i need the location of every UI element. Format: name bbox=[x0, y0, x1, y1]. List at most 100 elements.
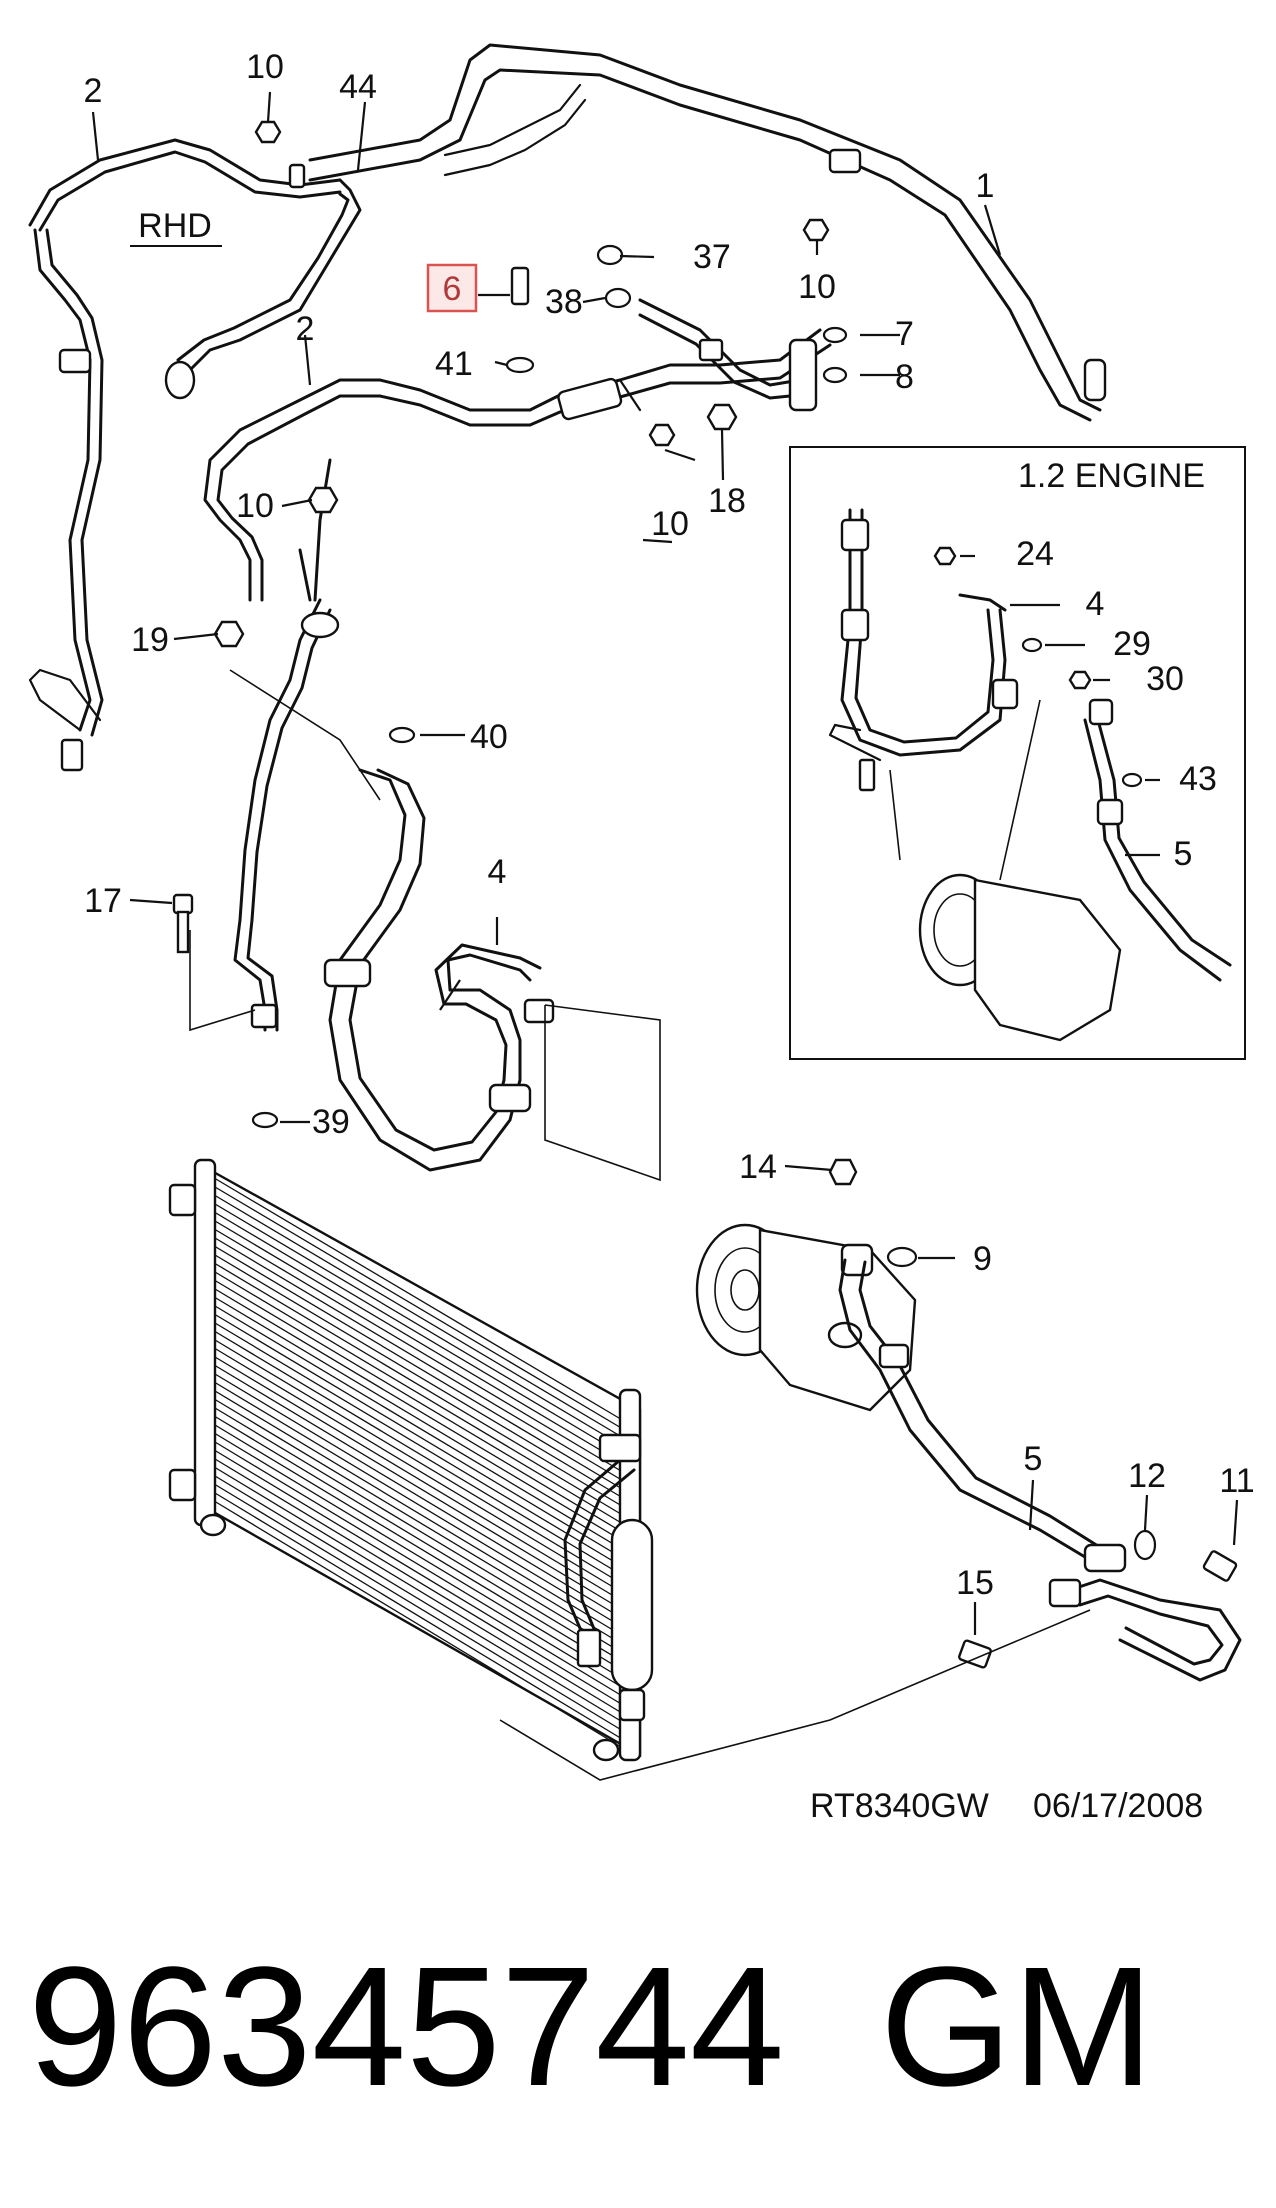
condenser-fin bbox=[214, 1483, 621, 1730]
nut-10-top bbox=[254, 120, 282, 144]
hose-5-crimp-end bbox=[1083, 1543, 1127, 1573]
drawing-code: RT8340GW bbox=[810, 1787, 989, 1825]
condenser-fin bbox=[214, 1373, 621, 1618]
condenser-fin bbox=[214, 1390, 621, 1635]
callout-39: 39 bbox=[312, 1103, 350, 1141]
oring-12 bbox=[1133, 1529, 1157, 1561]
condenser-fin bbox=[214, 1194, 621, 1437]
condenser-fin bbox=[214, 1347, 621, 1592]
pressure-switch-6 bbox=[510, 266, 530, 306]
hose-5-crimp bbox=[878, 1343, 910, 1369]
callout-1: 1 bbox=[976, 167, 995, 205]
inset-oring-29 bbox=[1021, 637, 1043, 653]
callout-labels: 2 10 44 1 10 37 38 7 8 6 41 2 10 18 10 1… bbox=[84, 48, 1255, 1825]
inset-callout-43: 43 bbox=[1179, 760, 1217, 798]
inset-title: 1.2 ENGINE bbox=[1018, 457, 1205, 495]
oring-8 bbox=[822, 366, 848, 384]
condenser-fin bbox=[214, 1432, 621, 1678]
compressor-port bbox=[827, 1321, 863, 1349]
condenser-fin bbox=[214, 1279, 621, 1523]
callout-4: 4 bbox=[488, 853, 507, 891]
condenser-fin bbox=[214, 1458, 621, 1704]
hose-4-crimp-1 bbox=[323, 958, 372, 988]
callout-5: 5 bbox=[1024, 1440, 1043, 1478]
bolt-11 bbox=[1202, 1550, 1238, 1582]
callout-12: 12 bbox=[1128, 1457, 1166, 1495]
pipe-part-1 bbox=[308, 43, 1107, 422]
nut-10-left bbox=[307, 486, 339, 514]
callout-7: 7 bbox=[895, 315, 914, 353]
leader-lines bbox=[91, 91, 1239, 1781]
highlight-box-part-6 bbox=[426, 263, 478, 313]
condenser-fin bbox=[214, 1475, 621, 1722]
callout-10-top: 10 bbox=[246, 48, 284, 86]
callout-10-right: 10 bbox=[798, 268, 836, 306]
condenser-left-tank bbox=[193, 1158, 217, 1527]
callout-15: 15 bbox=[956, 1564, 994, 1602]
callout-10-center: 10 bbox=[651, 505, 689, 543]
inset-callout-5: 5 bbox=[1174, 835, 1193, 873]
pipe-2-clip bbox=[250, 1003, 278, 1029]
callout-14: 14 bbox=[739, 1148, 777, 1186]
condenser-fin bbox=[214, 1407, 621, 1653]
condenser-fin bbox=[214, 1245, 621, 1489]
inset-callout-24: 24 bbox=[1016, 535, 1054, 573]
condenser-fin bbox=[214, 1271, 621, 1515]
inset-callout-30: 30 bbox=[1146, 660, 1184, 698]
rhd-pipe-clip bbox=[58, 348, 92, 374]
compressor-assembly bbox=[695, 1223, 1242, 1682]
oring-9 bbox=[886, 1246, 918, 1268]
condenser-fin bbox=[214, 1381, 621, 1627]
condenser-fin bbox=[214, 1305, 621, 1549]
nut-10-center bbox=[648, 423, 676, 447]
brand-name: GM bbox=[880, 1932, 1154, 2122]
callout-9: 9 bbox=[973, 1240, 992, 1278]
condenser-mount-upper bbox=[168, 1183, 197, 1217]
condenser-fin bbox=[214, 1398, 621, 1644]
condenser-fin bbox=[214, 1441, 621, 1687]
condenser-mount-lower bbox=[168, 1468, 197, 1502]
callout-19: 19 bbox=[131, 621, 169, 659]
callout-17: 17 bbox=[84, 882, 122, 920]
pipe-1-end-fitting bbox=[1083, 358, 1107, 402]
condenser-fin bbox=[214, 1211, 621, 1454]
rhd-label: RHD bbox=[138, 207, 212, 245]
inset-1-2-engine bbox=[789, 446, 1246, 1060]
pipe-2-joint bbox=[300, 611, 340, 639]
manifold-block bbox=[638, 298, 818, 412]
inset-callout-4: 4 bbox=[1086, 585, 1105, 623]
condenser-fin bbox=[214, 1313, 621, 1558]
washer-39 bbox=[251, 1111, 279, 1129]
condenser-fin bbox=[214, 1262, 621, 1506]
condenser-fin bbox=[214, 1228, 621, 1471]
callout-2-main: 2 bbox=[296, 310, 315, 348]
receiver-drier-base bbox=[618, 1688, 646, 1722]
inset-hose-5-crimp bbox=[1096, 798, 1124, 826]
condenser-fin bbox=[214, 1415, 621, 1661]
bolt-44 bbox=[288, 163, 306, 189]
condenser-fin bbox=[214, 1186, 621, 1428]
condenser-fin bbox=[214, 1364, 621, 1609]
bolt-17-shank bbox=[176, 910, 190, 954]
condenser-fin bbox=[214, 1203, 621, 1446]
nut-18 bbox=[706, 403, 738, 431]
callout-8: 8 bbox=[895, 358, 914, 396]
condenser-fin bbox=[214, 1492, 621, 1739]
hose-4-crimp-2 bbox=[488, 1083, 532, 1113]
callout-41: 41 bbox=[435, 345, 473, 383]
condenser-fin bbox=[214, 1339, 621, 1584]
nut-19 bbox=[213, 620, 245, 648]
pipe-part-2-rhd bbox=[28, 138, 362, 772]
bolt-17-head bbox=[172, 893, 194, 915]
callout-6-highlighted: 6 bbox=[443, 270, 462, 308]
manifold-nut bbox=[698, 338, 724, 362]
washer-38 bbox=[604, 287, 632, 309]
manifold-flange bbox=[788, 338, 818, 412]
condenser-fins bbox=[214, 1177, 621, 1747]
washer-41 bbox=[505, 356, 535, 374]
condenser-fin bbox=[214, 1237, 621, 1480]
callout-38: 38 bbox=[545, 283, 583, 321]
oring-7 bbox=[822, 326, 848, 344]
nut-14 bbox=[828, 1158, 858, 1186]
